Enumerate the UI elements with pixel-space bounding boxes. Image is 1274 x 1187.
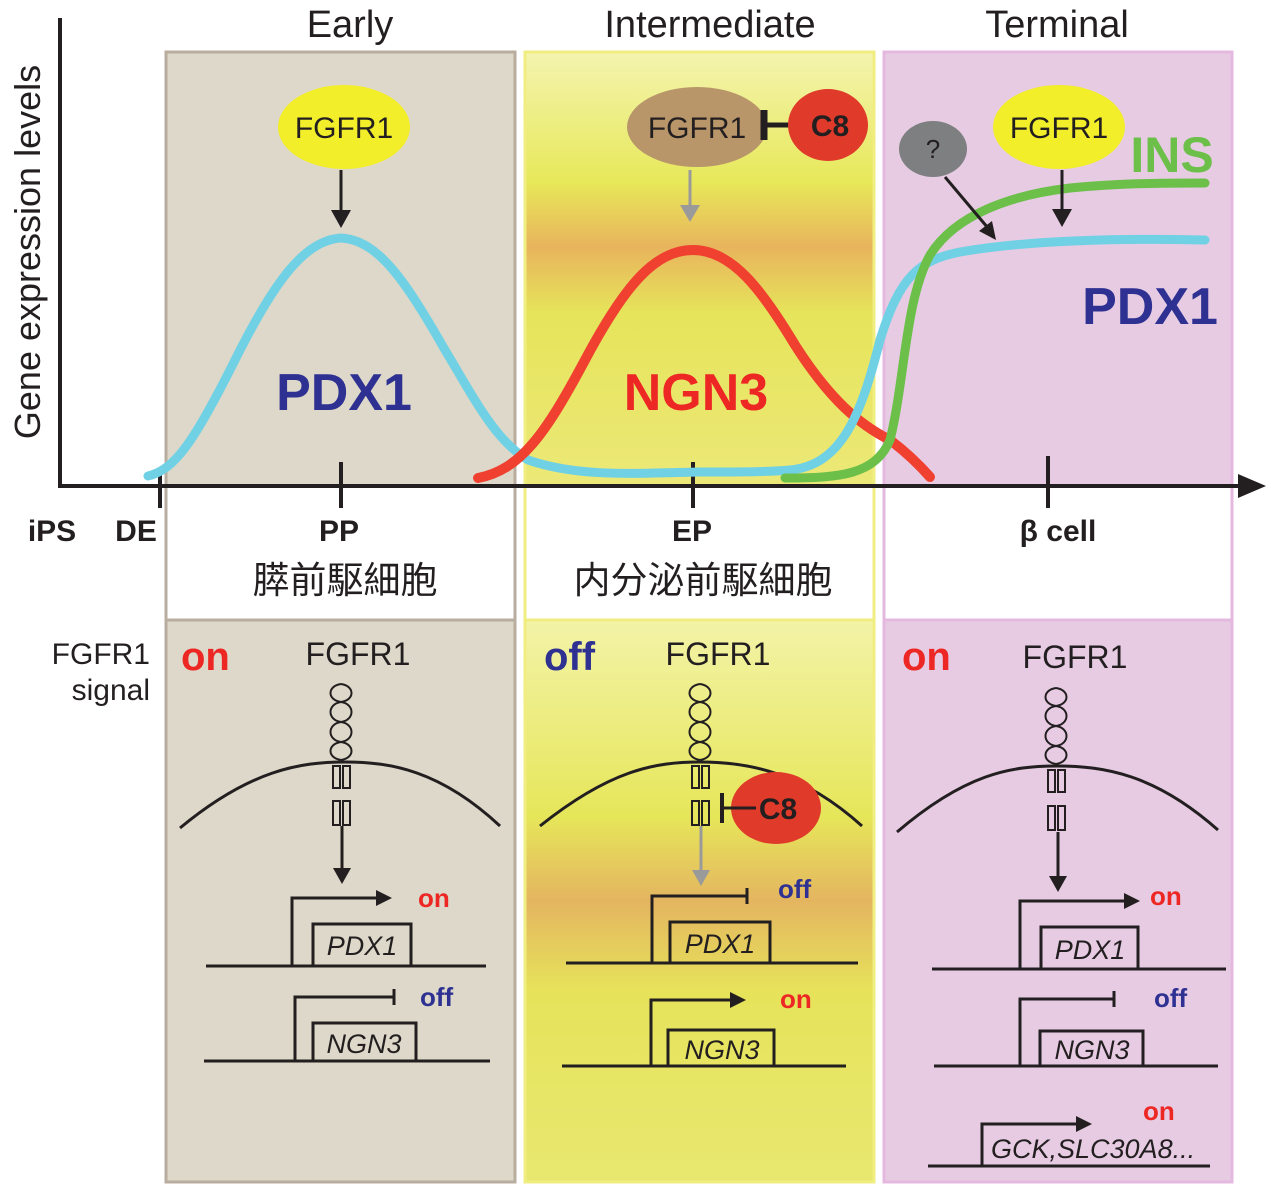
terminal-membrane [896, 764, 1219, 834]
signal-row-label-line1: FGFR1 [52, 638, 150, 671]
intermediate-bottom-panel [523, 618, 876, 1184]
pdx1-terminal-label: PDX1 [1082, 278, 1218, 336]
tick-label-ips: iPS [28, 515, 76, 548]
terminal-signal-state: on [902, 635, 951, 679]
jp-label-pp: 膵前駆細胞 [253, 559, 438, 602]
intermediate-gene-pdx1: PDX1 off [566, 874, 858, 965]
early-fgfr1-oval [278, 85, 410, 169]
terminal-unknown-arrow [943, 176, 990, 229]
intermediate-fgfr1-oval [627, 87, 767, 167]
early-gene-pdx1-name: PDX1 [327, 931, 398, 961]
early-bottom-panel [164, 618, 517, 1184]
terminal-gene-ngn3-state: off [1154, 983, 1188, 1013]
stage-title-intermediate: Intermediate [604, 4, 815, 46]
early-membrane [179, 760, 502, 830]
early-gene-ngn3: NGN3 off [204, 982, 490, 1063]
early-signal-state: on [181, 635, 230, 679]
early-receptor-label: FGFR1 [306, 636, 411, 672]
intermediate-gene-ngn3: NGN3 on [562, 984, 846, 1068]
ngn3-label: NGN3 [624, 364, 768, 422]
terminal-gene-pdx1-name: PDX1 [1055, 935, 1126, 965]
tick-label-beta: β cell [1020, 515, 1097, 548]
signal-row-label-line2: signal [72, 674, 150, 707]
intermediate-c8-bottom-text: C8 [759, 793, 797, 826]
x-axis-arrowhead [1238, 474, 1266, 498]
pdx1-early-label: PDX1 [276, 364, 412, 422]
ins-label: INS [1130, 127, 1213, 183]
tick-label-pp: PP [319, 515, 359, 548]
terminal-fgfr1-oval [993, 85, 1125, 169]
intermediate-signal-arrowhead [692, 870, 710, 886]
terminal-gene-gck-state: on [1143, 1096, 1175, 1126]
intermediate-fgfr1-text: FGFR1 [648, 112, 746, 145]
terminal-gene-ngn3: NGN3 off [934, 983, 1218, 1068]
terminal-gene-pdx1-state: on [1150, 881, 1182, 911]
terminal-unknown-arrowhead [979, 221, 996, 240]
terminal-fgfr1-arrowhead [1052, 209, 1072, 227]
early-fgfr1-arrowhead [331, 210, 351, 228]
intermediate-signal-state: off [544, 635, 596, 679]
early-gene-pdx1: PDX1 on [206, 883, 486, 968]
intermediate-gene-pdx1-state: off [778, 874, 812, 904]
terminal-gene-gck-slc30a8: GCK,SLC30A8... on [928, 1096, 1210, 1168]
terminal-receptor-icon [1044, 687, 1068, 831]
tick-label-ep: EP [672, 515, 712, 548]
intermediate-receptor-icon [688, 683, 712, 826]
intermediate-c8-text: C8 [811, 110, 849, 143]
intermediate-gene-ngn3-name: NGN3 [684, 1035, 759, 1065]
tick-label-de: DE [115, 515, 157, 548]
intermediate-receptor-label: FGFR1 [666, 636, 771, 672]
ngn3-curve [473, 244, 935, 483]
stage-title-early: Early [307, 4, 394, 46]
terminal-gene-gck-name: GCK,SLC30A8... [991, 1134, 1195, 1164]
early-fgfr1-text: FGFR1 [295, 112, 393, 145]
early-gene-ngn3-name: NGN3 [326, 1029, 401, 1059]
terminal-label-strip [882, 484, 1234, 622]
ins-curve [780, 178, 1210, 483]
terminal-fgfr1-text: FGFR1 [1010, 112, 1108, 145]
y-axis-label: Gene expression levels [7, 65, 48, 439]
terminal-receptor-label: FGFR1 [1023, 639, 1128, 675]
terminal-signal-arrowhead [1049, 876, 1067, 892]
jp-label-ep: 内分泌前駆細胞 [574, 559, 833, 602]
terminal-gene-ngn3-name: NGN3 [1054, 1035, 1129, 1065]
intermediate-gene-ngn3-state: on [780, 984, 812, 1014]
terminal-unknown-text: ? [926, 134, 940, 164]
early-signal-arrowhead [333, 868, 351, 884]
early-receptor-icon [329, 683, 353, 826]
pdx1-early-curve [143, 233, 795, 481]
stage-title-terminal: Terminal [985, 4, 1129, 46]
early-gene-pdx1-state: on [418, 883, 450, 913]
terminal-unknown-oval [899, 121, 967, 177]
intermediate-gray-arrowhead [680, 205, 700, 222]
terminal-gene-pdx1: PDX1 on [932, 881, 1226, 971]
intermediate-c8-bottom-oval [731, 772, 821, 844]
early-gene-ngn3-state: off [420, 982, 454, 1012]
early-label-strip [164, 484, 517, 622]
intermediate-c8-oval [788, 89, 868, 161]
intermediate-gene-pdx1-name: PDX1 [685, 929, 756, 959]
